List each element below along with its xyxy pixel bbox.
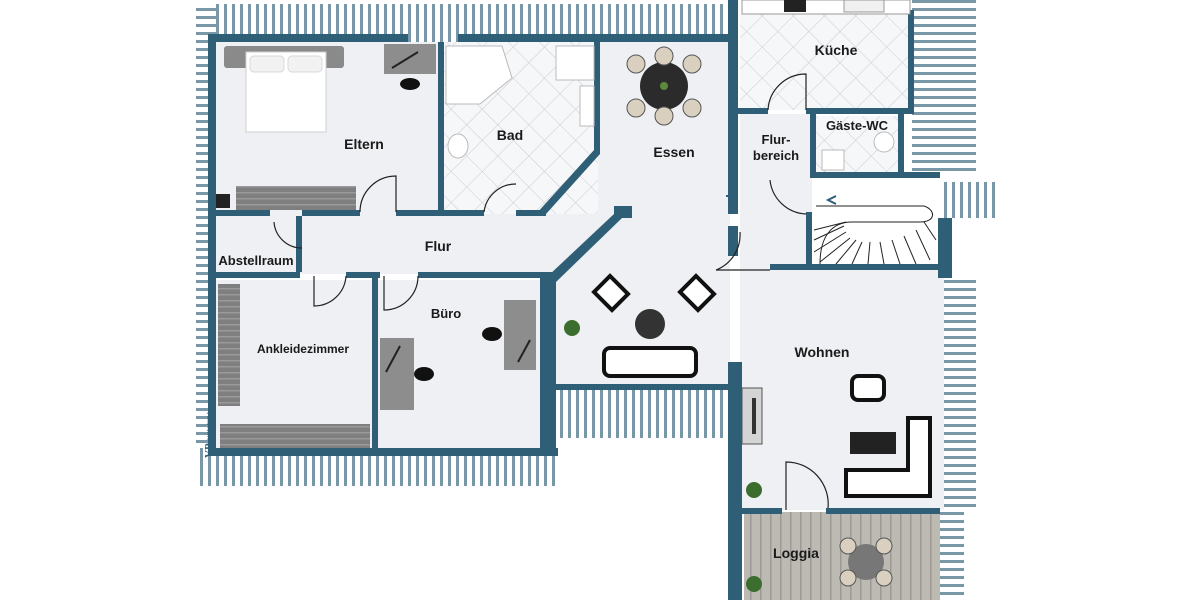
- label-ankleidezimmer: Ankleidezimmer: [257, 342, 349, 356]
- wc-toilet: [873, 131, 895, 153]
- wardrobe-eltern: [236, 186, 356, 210]
- walls: [208, 0, 952, 600]
- loggia-furniture: [746, 537, 893, 592]
- label-kueche: Küche: [815, 42, 858, 58]
- wardrobe-ankleide-bottom: [220, 424, 370, 448]
- kitchen-counter: [741, 0, 911, 15]
- lounge-furniture: [564, 273, 717, 378]
- staircase: [813, 195, 937, 265]
- label-buero: Büro: [431, 306, 461, 321]
- bathroom-fixtures: [445, 45, 595, 159]
- dining-table: [626, 46, 702, 126]
- label-flurbereich-line2: bereich: [753, 148, 799, 163]
- label-flurbereich-line1: Flur-: [762, 132, 791, 147]
- logo-name: VON POLL: [207, 410, 213, 440]
- label-bad: Bad: [497, 127, 523, 143]
- room-labels: Eltern Bad Essen Küche Flur- bereich Gäs…: [218, 42, 888, 561]
- label-eltern: Eltern: [344, 136, 384, 152]
- label-gaeste-wc: Gäste-WC: [826, 118, 889, 133]
- label-loggia: Loggia: [773, 545, 819, 561]
- wardrobe-ankleide-side: [218, 284, 240, 406]
- label-flur: Flur: [425, 238, 452, 254]
- wall-socket: [216, 194, 230, 208]
- label-essen: Essen: [653, 144, 694, 160]
- desk-eltern: [384, 44, 436, 90]
- label-abstellraum: Abstellraum: [218, 253, 293, 268]
- label-wohnen: Wohnen: [795, 344, 850, 360]
- bed: [224, 46, 344, 133]
- wc-sink: [821, 149, 845, 171]
- doors: [273, 73, 829, 510]
- logo-initials: VP: [203, 443, 215, 458]
- sofa-wohnen: [746, 374, 932, 498]
- tv-unit: [741, 387, 763, 445]
- brand-logo: VP VON POLL: [203, 410, 215, 458]
- office-desks: [380, 300, 536, 410]
